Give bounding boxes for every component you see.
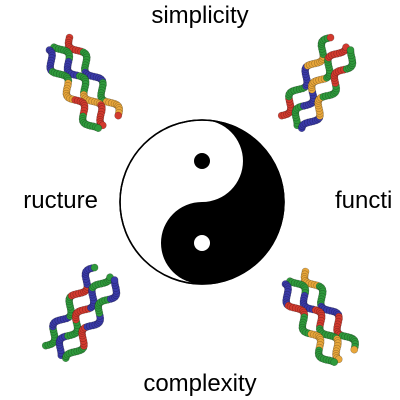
helix-top-right-icon <box>277 33 357 132</box>
yin-yang-symbol <box>119 119 285 285</box>
helix-bottom-right-icon <box>281 267 360 366</box>
label-complexity: complexity <box>143 370 257 397</box>
yin-dot <box>194 153 210 169</box>
label-function: functi <box>335 187 393 214</box>
label-simplicity: simplicity <box>151 2 249 29</box>
helix-bottom-left-icon <box>41 263 121 362</box>
yang-dot <box>194 235 210 251</box>
label-structure: ructure <box>23 187 98 214</box>
helix-top-left-icon <box>45 33 124 132</box>
